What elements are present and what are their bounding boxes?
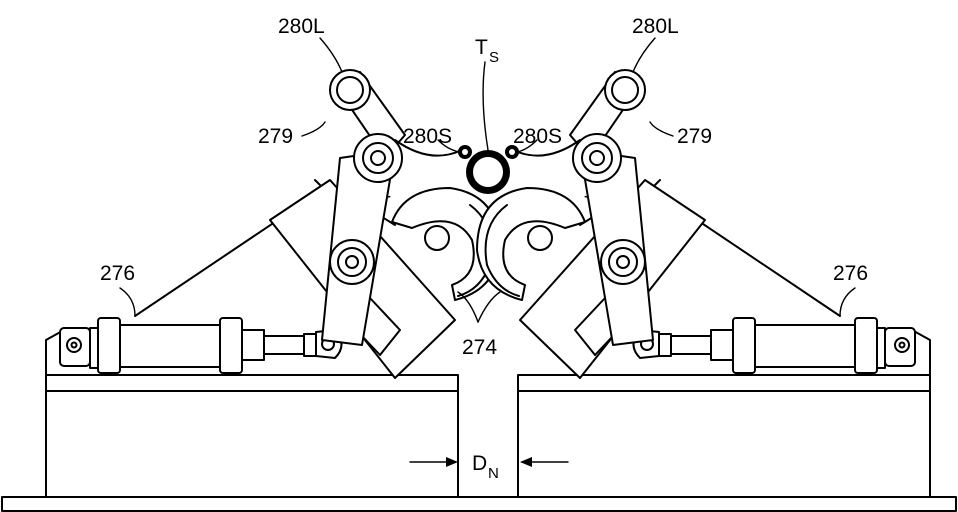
label-280s-right: 280S	[513, 125, 562, 148]
label-tubing-main: T	[475, 36, 488, 59]
leader-lines	[119, 37, 856, 323]
gap-arrows	[409, 457, 569, 467]
label-280l-right: 280L	[632, 15, 679, 38]
label-gap-main: D	[472, 452, 487, 475]
label-279-left: 279	[258, 125, 293, 148]
label-276-left: 276	[100, 262, 135, 285]
left-cam	[391, 187, 501, 301]
small-rollers	[458, 145, 519, 159]
label-280l-left: 280L	[278, 15, 325, 38]
tubing	[466, 150, 510, 194]
label-276-right: 276	[833, 262, 868, 285]
cam-pair	[391, 187, 586, 301]
base-plate	[1, 496, 957, 512]
left-cylinder	[59, 317, 343, 374]
label-tubing: T S	[475, 36, 499, 66]
right-cylinder	[632, 317, 916, 374]
right-cam	[476, 187, 586, 301]
label-280s-left: 280S	[403, 125, 452, 148]
label-274: 274	[462, 336, 497, 359]
left-arm	[321, 69, 463, 346]
label-279-right: 279	[677, 125, 712, 148]
label-tubing-sub: S	[489, 49, 499, 66]
right-arm	[512, 69, 654, 346]
label-gap-sub: N	[488, 465, 499, 482]
label-gap: D N	[472, 452, 499, 482]
